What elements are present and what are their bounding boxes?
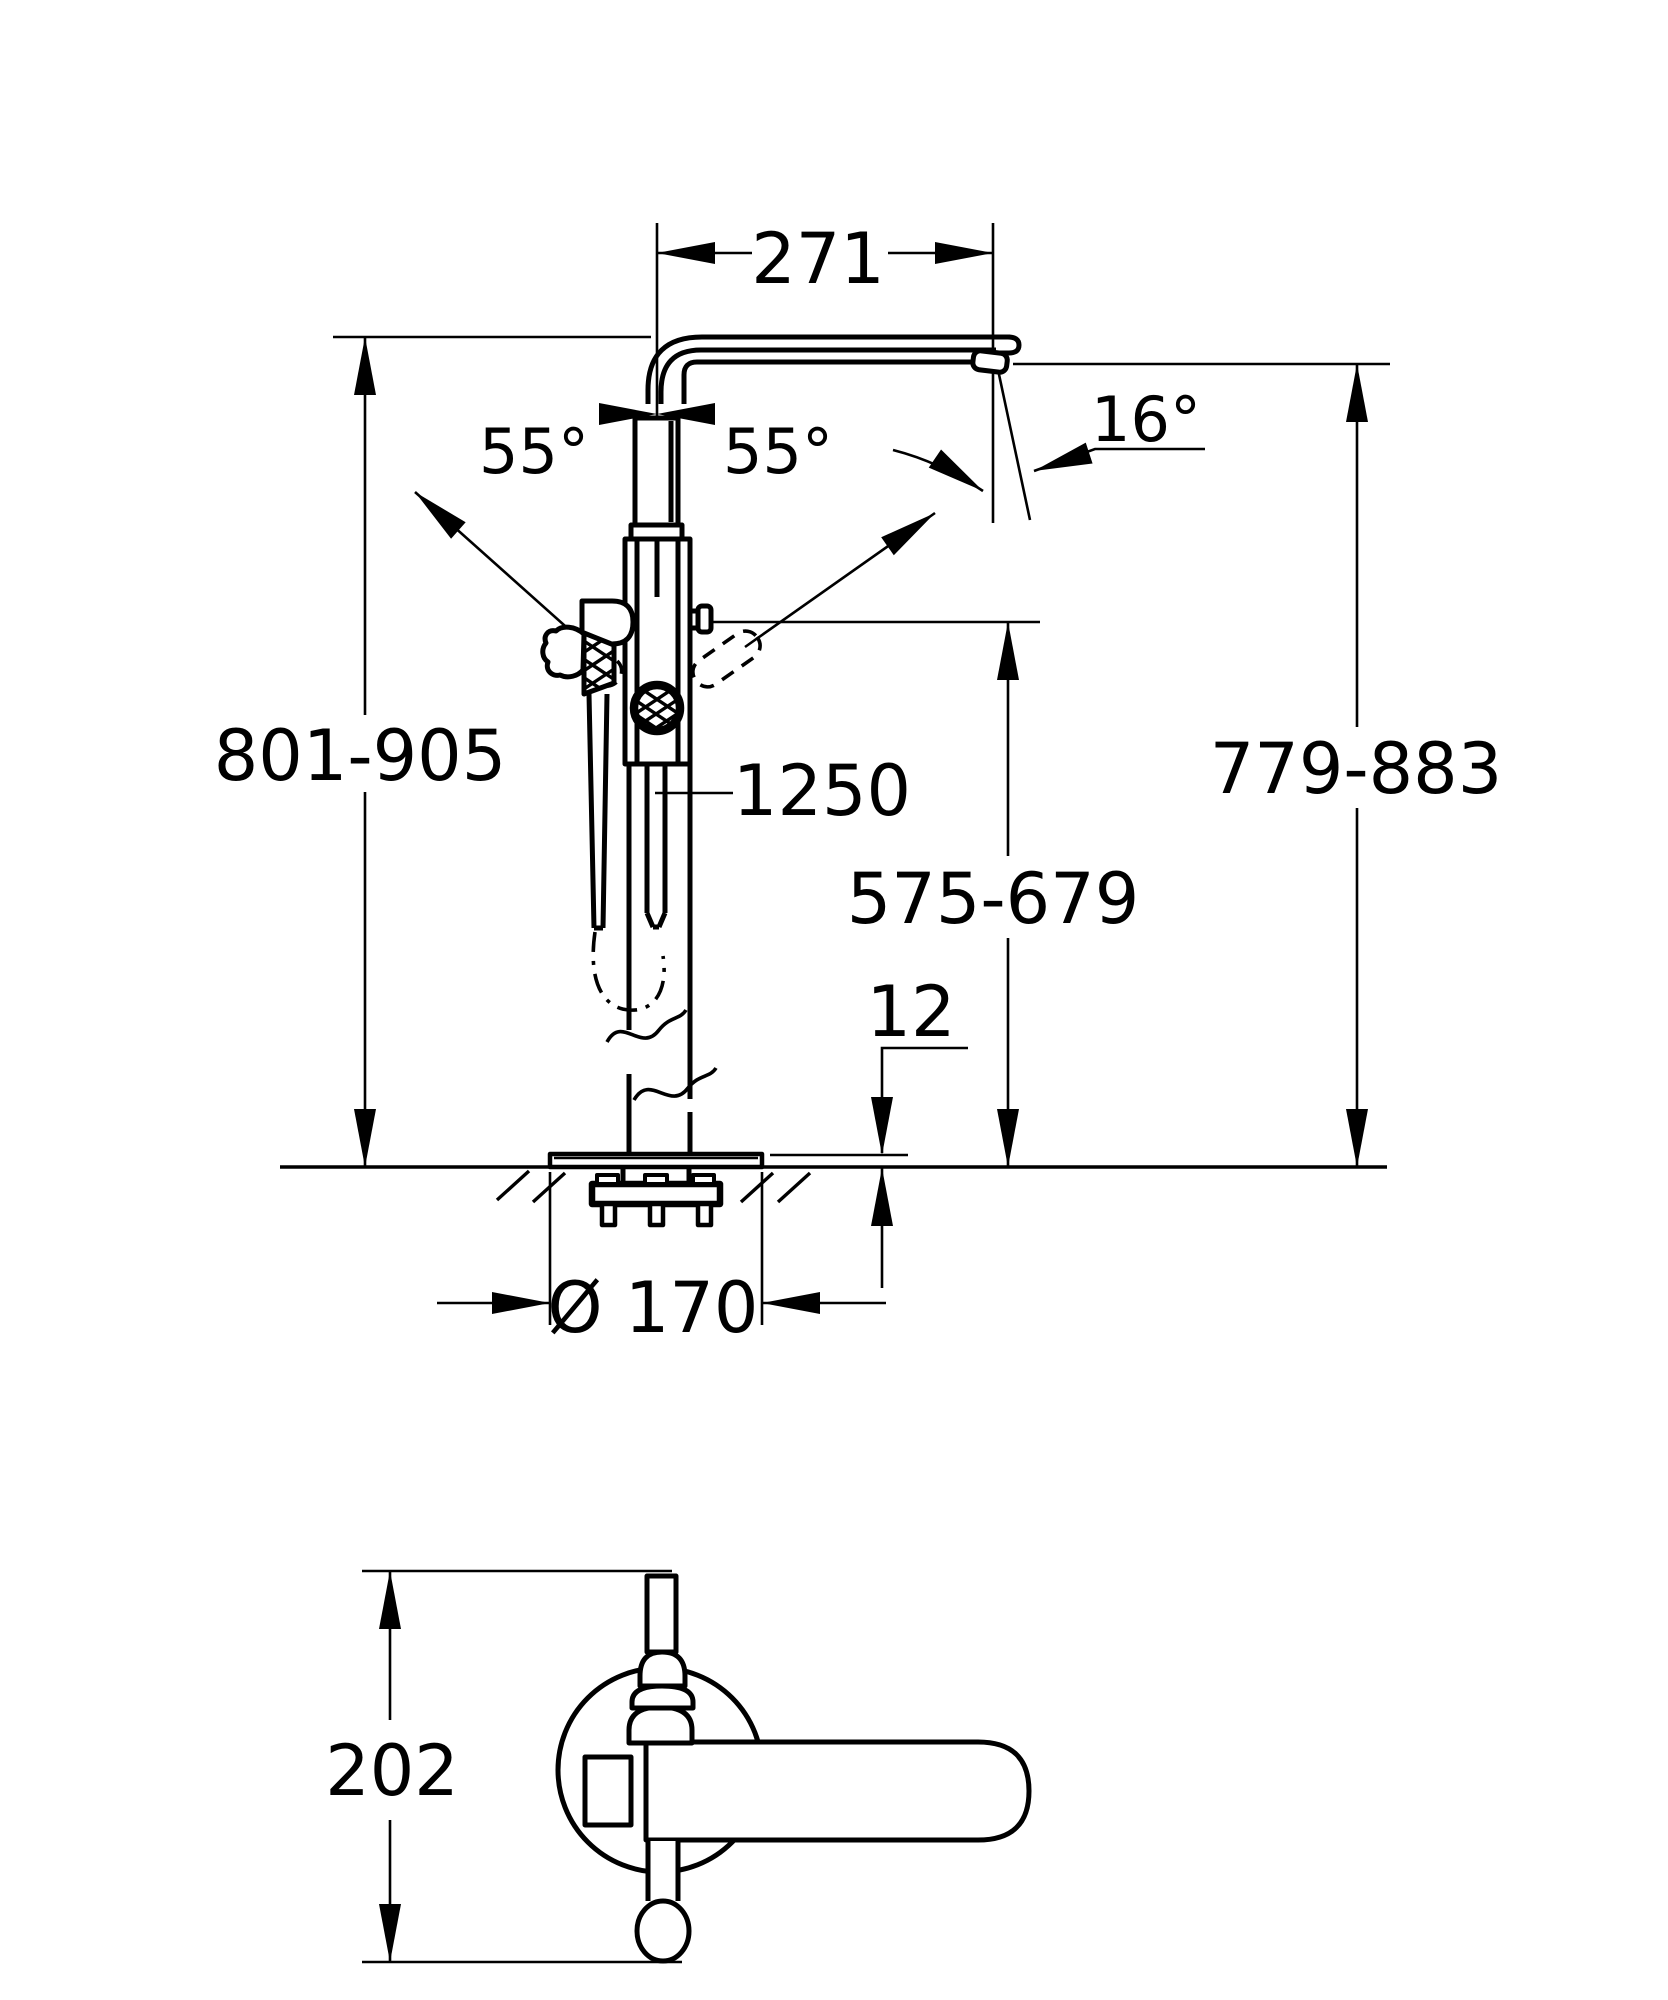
dim-diverter-height: 575-679: [847, 858, 1139, 940]
shower-holder-plan: [644, 1573, 679, 1655]
dim-spout-tilt: 16°: [1091, 383, 1201, 456]
floor-line: [280, 1165, 1387, 1204]
spout: [645, 334, 1022, 404]
plan-view: 202: [325, 1569, 1032, 1964]
hose-loop: [591, 931, 666, 1012]
dim-spout-reach: 271: [751, 218, 885, 300]
dim-swivel-left: 55°: [479, 415, 589, 488]
front-view: 271 55° 55° 16° 801-905 1250 779-883 575…: [214, 218, 1502, 1349]
handle-plan: [582, 1754, 634, 1828]
faucet-body: [540, 334, 1022, 1228]
hand-shower: [540, 598, 636, 931]
dim-hose-length: 1250: [733, 750, 911, 832]
shower-face: [540, 624, 587, 680]
dimension-labels: 271 55° 55° 16° 801-905 1250 779-883 575…: [214, 218, 1502, 1349]
base-plate: [547, 1151, 765, 1170]
dim-overall-height: 801-905: [214, 715, 506, 797]
dim-plan-depth: 202: [325, 1730, 459, 1812]
handle-and-column: [622, 415, 714, 767]
handle-ghost-right: [691, 629, 762, 689]
ball-joint: [629, 680, 685, 736]
base-assembly: [547, 1151, 765, 1228]
dim-spout-outlet-height: 779-883: [1210, 728, 1502, 810]
dim-base-diameter: Ø 170: [548, 1267, 759, 1349]
dim-plate-thickness: 12: [866, 971, 955, 1053]
spout-plan: [643, 1739, 1032, 1843]
lower-column: [591, 764, 718, 1154]
mounting-flange: [588, 1180, 724, 1208]
dim-swivel-right: 55°: [723, 415, 833, 488]
drain-outlet-plan: [634, 1898, 692, 1964]
aerator: [970, 348, 1010, 375]
